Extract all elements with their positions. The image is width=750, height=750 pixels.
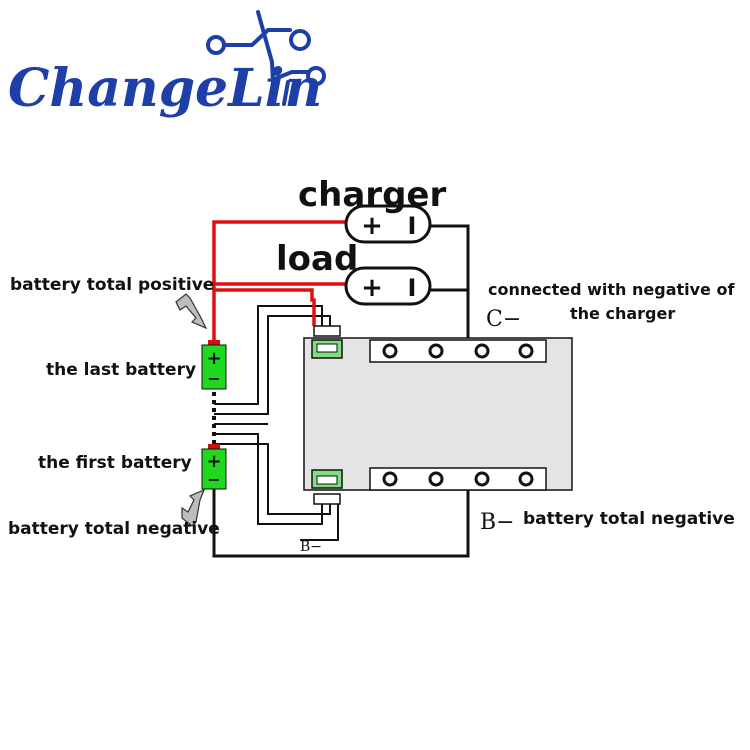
connected-negative-label-line1: connected with negative of [488, 280, 735, 299]
load-minus-symbol: I [408, 274, 417, 302]
charger-minus-symbol: I [408, 212, 417, 240]
terminal-holes [382, 343, 534, 487]
charger-label: charger [298, 175, 446, 215]
black-wires [212, 224, 470, 558]
connected-negative-label-line2: the charger [570, 304, 675, 323]
b-minus-bottom-label: B− [300, 539, 322, 555]
bottom-balance-connector [311, 469, 343, 505]
first-battery-plus: + [206, 451, 221, 472]
top-balance-connector [311, 325, 343, 359]
last-battery-plus: + [206, 348, 221, 369]
load-plug: + I [344, 266, 432, 306]
balance-wires [214, 305, 339, 541]
changelin-logo: ChangeLin [8, 10, 326, 119]
battery-total-positive-label: battery total positive [10, 275, 214, 295]
charger-plus-symbol: + [361, 211, 383, 241]
arrow-to-positive [175, 293, 208, 330]
battery-series-dots [212, 392, 216, 444]
battery-total-negative-right-label: battery total negative [523, 509, 735, 529]
last-battery-label: the last battery [46, 360, 196, 380]
load-label: load [276, 239, 358, 279]
logo-text: ChangeLin [8, 58, 322, 119]
first-battery: + − [201, 444, 227, 490]
first-battery-minus: − [207, 470, 220, 489]
first-battery-label: the first battery [38, 453, 192, 473]
last-battery: + − [201, 340, 227, 390]
bms-board [303, 325, 573, 505]
b-minus-right-label: B− [480, 510, 515, 535]
arrow-to-negative [181, 488, 206, 527]
last-battery-minus: − [207, 369, 220, 388]
c-minus-label: C− [486, 307, 521, 332]
circuit-logo-icon [206, 10, 326, 106]
battery-total-negative-left-label: battery total negative [8, 519, 220, 539]
load-plus-symbol: + [361, 273, 383, 303]
charger-plug: + I [344, 204, 432, 244]
positive-wires [212, 220, 346, 342]
